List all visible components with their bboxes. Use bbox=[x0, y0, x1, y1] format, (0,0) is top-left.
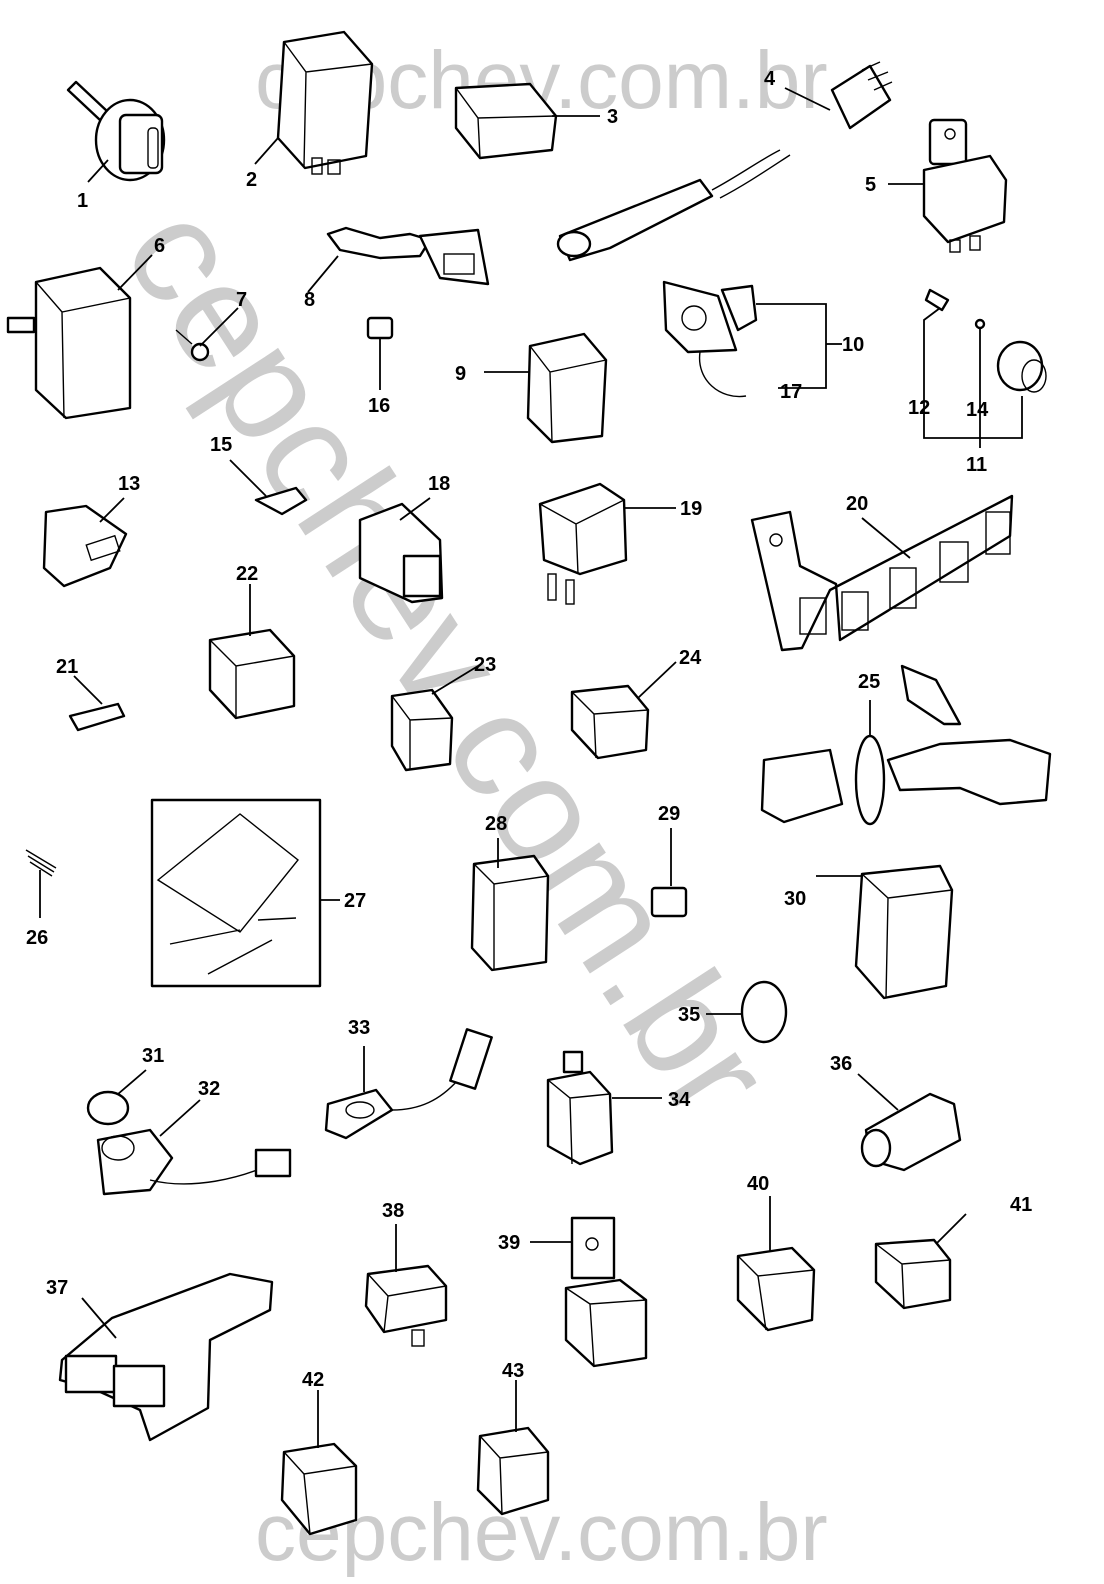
part-31[interactable] bbox=[86, 1069, 147, 1126]
part-32[interactable] bbox=[96, 1099, 292, 1196]
callout-17: 17 bbox=[780, 381, 802, 403]
callout-36: 36 bbox=[830, 1053, 852, 1075]
callout-21: 21 bbox=[56, 656, 78, 678]
part-21[interactable] bbox=[68, 675, 126, 732]
part-8[interactable] bbox=[307, 226, 490, 293]
part-26[interactable] bbox=[25, 849, 57, 918]
part-9[interactable] bbox=[484, 332, 608, 444]
callout-16: 16 bbox=[368, 395, 390, 417]
part-19[interactable] bbox=[538, 482, 676, 605]
callout-34: 34 bbox=[668, 1089, 691, 1111]
part-7[interactable] bbox=[175, 307, 239, 362]
callout-40: 40 bbox=[747, 1173, 769, 1195]
part-33[interactable] bbox=[324, 1028, 493, 1140]
part-3[interactable] bbox=[454, 82, 600, 160]
part-11[interactable] bbox=[923, 288, 1047, 448]
callout-42: 42 bbox=[302, 1369, 324, 1391]
part-2[interactable] bbox=[254, 30, 374, 175]
callout-4: 4 bbox=[764, 68, 776, 90]
part-6[interactable] bbox=[6, 254, 153, 420]
part-38[interactable] bbox=[364, 1224, 448, 1347]
callout-12: 12 bbox=[908, 397, 930, 419]
part-15[interactable] bbox=[229, 459, 308, 516]
callout-1: 1 bbox=[77, 190, 88, 212]
part-30[interactable] bbox=[816, 864, 954, 1000]
part-34[interactable] bbox=[546, 1050, 662, 1166]
part-20[interactable] bbox=[750, 494, 1014, 726]
callout-5: 5 bbox=[865, 174, 876, 196]
callout-26: 26 bbox=[26, 927, 48, 949]
callout-32: 32 bbox=[198, 1078, 220, 1100]
part-22[interactable] bbox=[208, 584, 296, 720]
part-39[interactable] bbox=[530, 1216, 648, 1368]
part-36[interactable] bbox=[857, 1073, 962, 1172]
callout-29: 29 bbox=[658, 803, 680, 825]
callout-19: 19 bbox=[680, 498, 702, 520]
part-27[interactable] bbox=[150, 798, 340, 988]
callout-9: 9 bbox=[455, 363, 466, 385]
part-42[interactable] bbox=[280, 1390, 358, 1536]
callout-41: 41 bbox=[1010, 1194, 1032, 1216]
part-28[interactable] bbox=[470, 838, 550, 972]
part-24[interactable] bbox=[570, 661, 677, 760]
callout-3: 3 bbox=[607, 106, 618, 128]
callout-22: 22 bbox=[236, 563, 258, 585]
callout-38: 38 bbox=[382, 1200, 404, 1222]
callout-30: 30 bbox=[784, 888, 806, 910]
part-1[interactable] bbox=[66, 80, 166, 183]
part-37[interactable] bbox=[58, 1272, 274, 1442]
callout-33: 33 bbox=[348, 1017, 370, 1039]
callout-31: 31 bbox=[142, 1045, 164, 1067]
callout-37: 37 bbox=[46, 1277, 68, 1299]
callout-18: 18 bbox=[428, 473, 450, 495]
callout-11: 11 bbox=[966, 454, 987, 476]
part-4[interactable] bbox=[556, 61, 893, 262]
callout-8: 8 bbox=[304, 289, 315, 311]
callout-6: 6 bbox=[154, 235, 165, 257]
callout-39: 39 bbox=[498, 1232, 520, 1254]
part-40[interactable] bbox=[736, 1196, 816, 1332]
callout-14: 14 bbox=[966, 399, 989, 421]
part-25[interactable] bbox=[760, 700, 1052, 826]
part-41[interactable] bbox=[874, 1213, 967, 1310]
callout-13: 13 bbox=[118, 473, 140, 495]
part-18[interactable] bbox=[358, 497, 444, 604]
part-29[interactable] bbox=[650, 828, 688, 918]
callout-7: 7 bbox=[236, 289, 247, 311]
callout-15: 15 bbox=[210, 434, 232, 456]
part-13[interactable] bbox=[42, 497, 128, 588]
part-35[interactable] bbox=[706, 980, 788, 1044]
callout-28: 28 bbox=[485, 813, 507, 835]
callout-2: 2 bbox=[246, 169, 257, 191]
part-10[interactable] bbox=[662, 280, 842, 398]
part-23[interactable] bbox=[390, 665, 479, 772]
part-16[interactable] bbox=[366, 316, 394, 390]
part-5[interactable] bbox=[888, 118, 1008, 253]
callout-24: 24 bbox=[679, 647, 702, 669]
part-43[interactable] bbox=[476, 1380, 550, 1516]
callout-10: 10 bbox=[842, 334, 864, 356]
callout-25: 25 bbox=[858, 671, 880, 693]
callout-35: 35 bbox=[678, 1004, 700, 1026]
callout-43: 43 bbox=[502, 1360, 524, 1382]
callout-23: 23 bbox=[474, 654, 496, 676]
callout-27: 27 bbox=[344, 890, 366, 912]
callout-20: 20 bbox=[846, 493, 868, 515]
